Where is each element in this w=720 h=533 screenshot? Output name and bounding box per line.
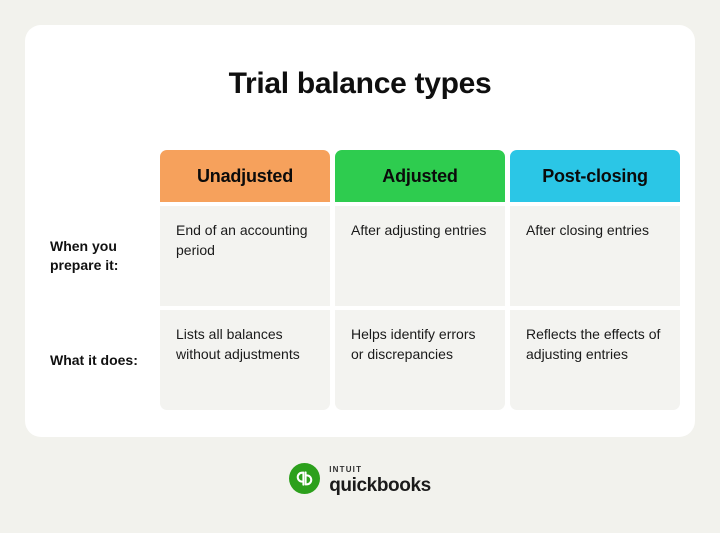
brand-quickbooks-text: quickbooks [329,475,431,496]
cell-adjusted-when: After adjusting entries [335,206,505,306]
brand-wordmark: intuit quickbooks [329,462,431,495]
column-header-adjusted: Adjusted [335,150,505,202]
cell-unadjusted-when: End of an accounting period [160,206,330,306]
cell-post-closing-when: After closing entries [510,206,680,306]
column-header-post-closing: Post-closing [510,150,680,202]
column-header-unadjusted: Unadjusted [160,150,330,202]
brand-intuit-text: intuit [329,461,363,475]
cell-unadjusted-what: Lists all balances without adjustments [160,310,330,410]
content-card: Trial balance types Unadjusted Adjusted … [25,25,695,437]
quickbooks-qb-monogram-icon [289,463,321,494]
cell-post-closing-what: Reflects the effects of adjusting entrie… [510,310,680,410]
row-label-when-you-prepare-it: When you prepare it: [50,238,119,273]
comparison-table: Unadjusted Adjusted Post-closing When yo… [50,150,680,410]
brand-logo: intuit quickbooks [0,462,720,495]
cell-adjusted-what: Helps identify errors or discrepancies [335,310,505,410]
page-title: Trial balance types [228,67,492,100]
row-label-what-it-does: What it does: [50,351,138,368]
table-corner-cell [50,150,155,202]
